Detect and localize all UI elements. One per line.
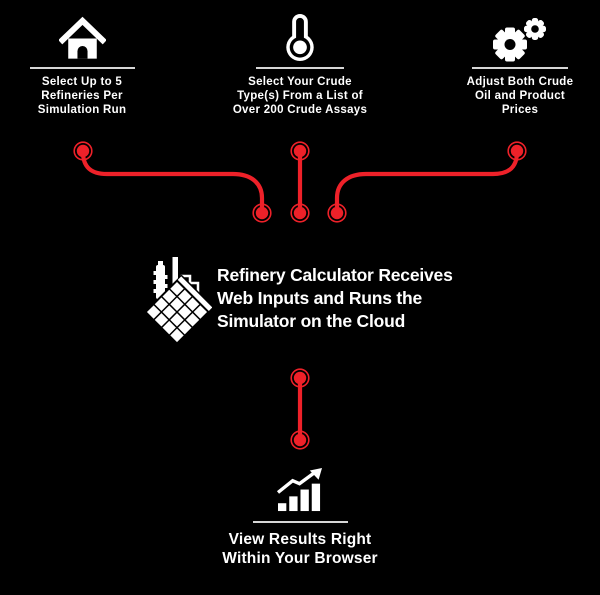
center-title-line: Web Inputs and Runs the	[217, 288, 423, 308]
center-title: Refinery Calculator Receives Web Inputs …	[217, 264, 453, 333]
connector-right	[334, 151, 520, 212]
connector-dot	[290, 203, 310, 223]
bar-chart-icon	[276, 468, 322, 512]
bar-chart-icon	[276, 468, 324, 513]
home-icon	[58, 10, 106, 62]
connector-dot	[327, 203, 347, 223]
caption-line: Select Up to 5	[41, 76, 123, 88]
step-refineries-caption: Select Up to 5 Refineries Per Simulation…	[38, 75, 127, 117]
result-caption: View Results Right Within Your Browser	[222, 531, 378, 568]
caption-line: Adjust Both Crude	[466, 76, 574, 88]
caption-line: Simulation Run	[37, 104, 127, 116]
connector-dot	[290, 368, 310, 388]
step-crude-type-caption: Select Your Crude Type(s) From a List of…	[233, 75, 367, 117]
gears-icon	[492, 10, 548, 62]
connector-left	[80, 151, 265, 212]
center-title-line: Simulator on the Cloud	[217, 311, 406, 331]
center-title-line: Refinery Calculator Receives	[217, 265, 453, 285]
caption-line: Refineries Per	[41, 90, 123, 102]
divider	[256, 67, 344, 69]
connector-dot	[290, 430, 310, 450]
refinery-icon	[146, 251, 212, 346]
caption-line: Over 200 Crude Assays	[232, 104, 368, 116]
step-crude-type: Select Your Crude Type(s) From a List of…	[230, 10, 370, 117]
thermometer-icon	[280, 10, 320, 62]
step-prices: Adjust Both Crude Oil and Product Prices	[450, 10, 590, 117]
thermometer-icon	[286, 13, 314, 62]
home-icon	[58, 16, 106, 59]
connector-dot	[73, 141, 93, 161]
divider	[29, 67, 135, 69]
caption-line: Oil and Product	[474, 90, 566, 102]
connector-dot	[290, 141, 310, 161]
connector-dot	[507, 141, 527, 161]
result-block: View Results Right Within Your Browser	[222, 468, 378, 568]
result-caption-line: Within Your Browser	[222, 549, 378, 567]
result-caption-line: View Results Right	[228, 531, 372, 548]
connector-dot	[252, 203, 272, 223]
gears-icon	[493, 18, 546, 62]
divider	[252, 521, 348, 523]
divider	[472, 67, 568, 69]
caption-line: Type(s) From a List of	[237, 90, 363, 102]
refinery-icon	[146, 257, 212, 344]
step-refineries: Select Up to 5 Refineries Per Simulation…	[12, 10, 152, 117]
step-prices-caption: Adjust Both Crude Oil and Product Prices	[467, 75, 574, 117]
caption-line: Select Your Crude	[248, 76, 352, 88]
caption-line: Prices	[501, 104, 539, 116]
